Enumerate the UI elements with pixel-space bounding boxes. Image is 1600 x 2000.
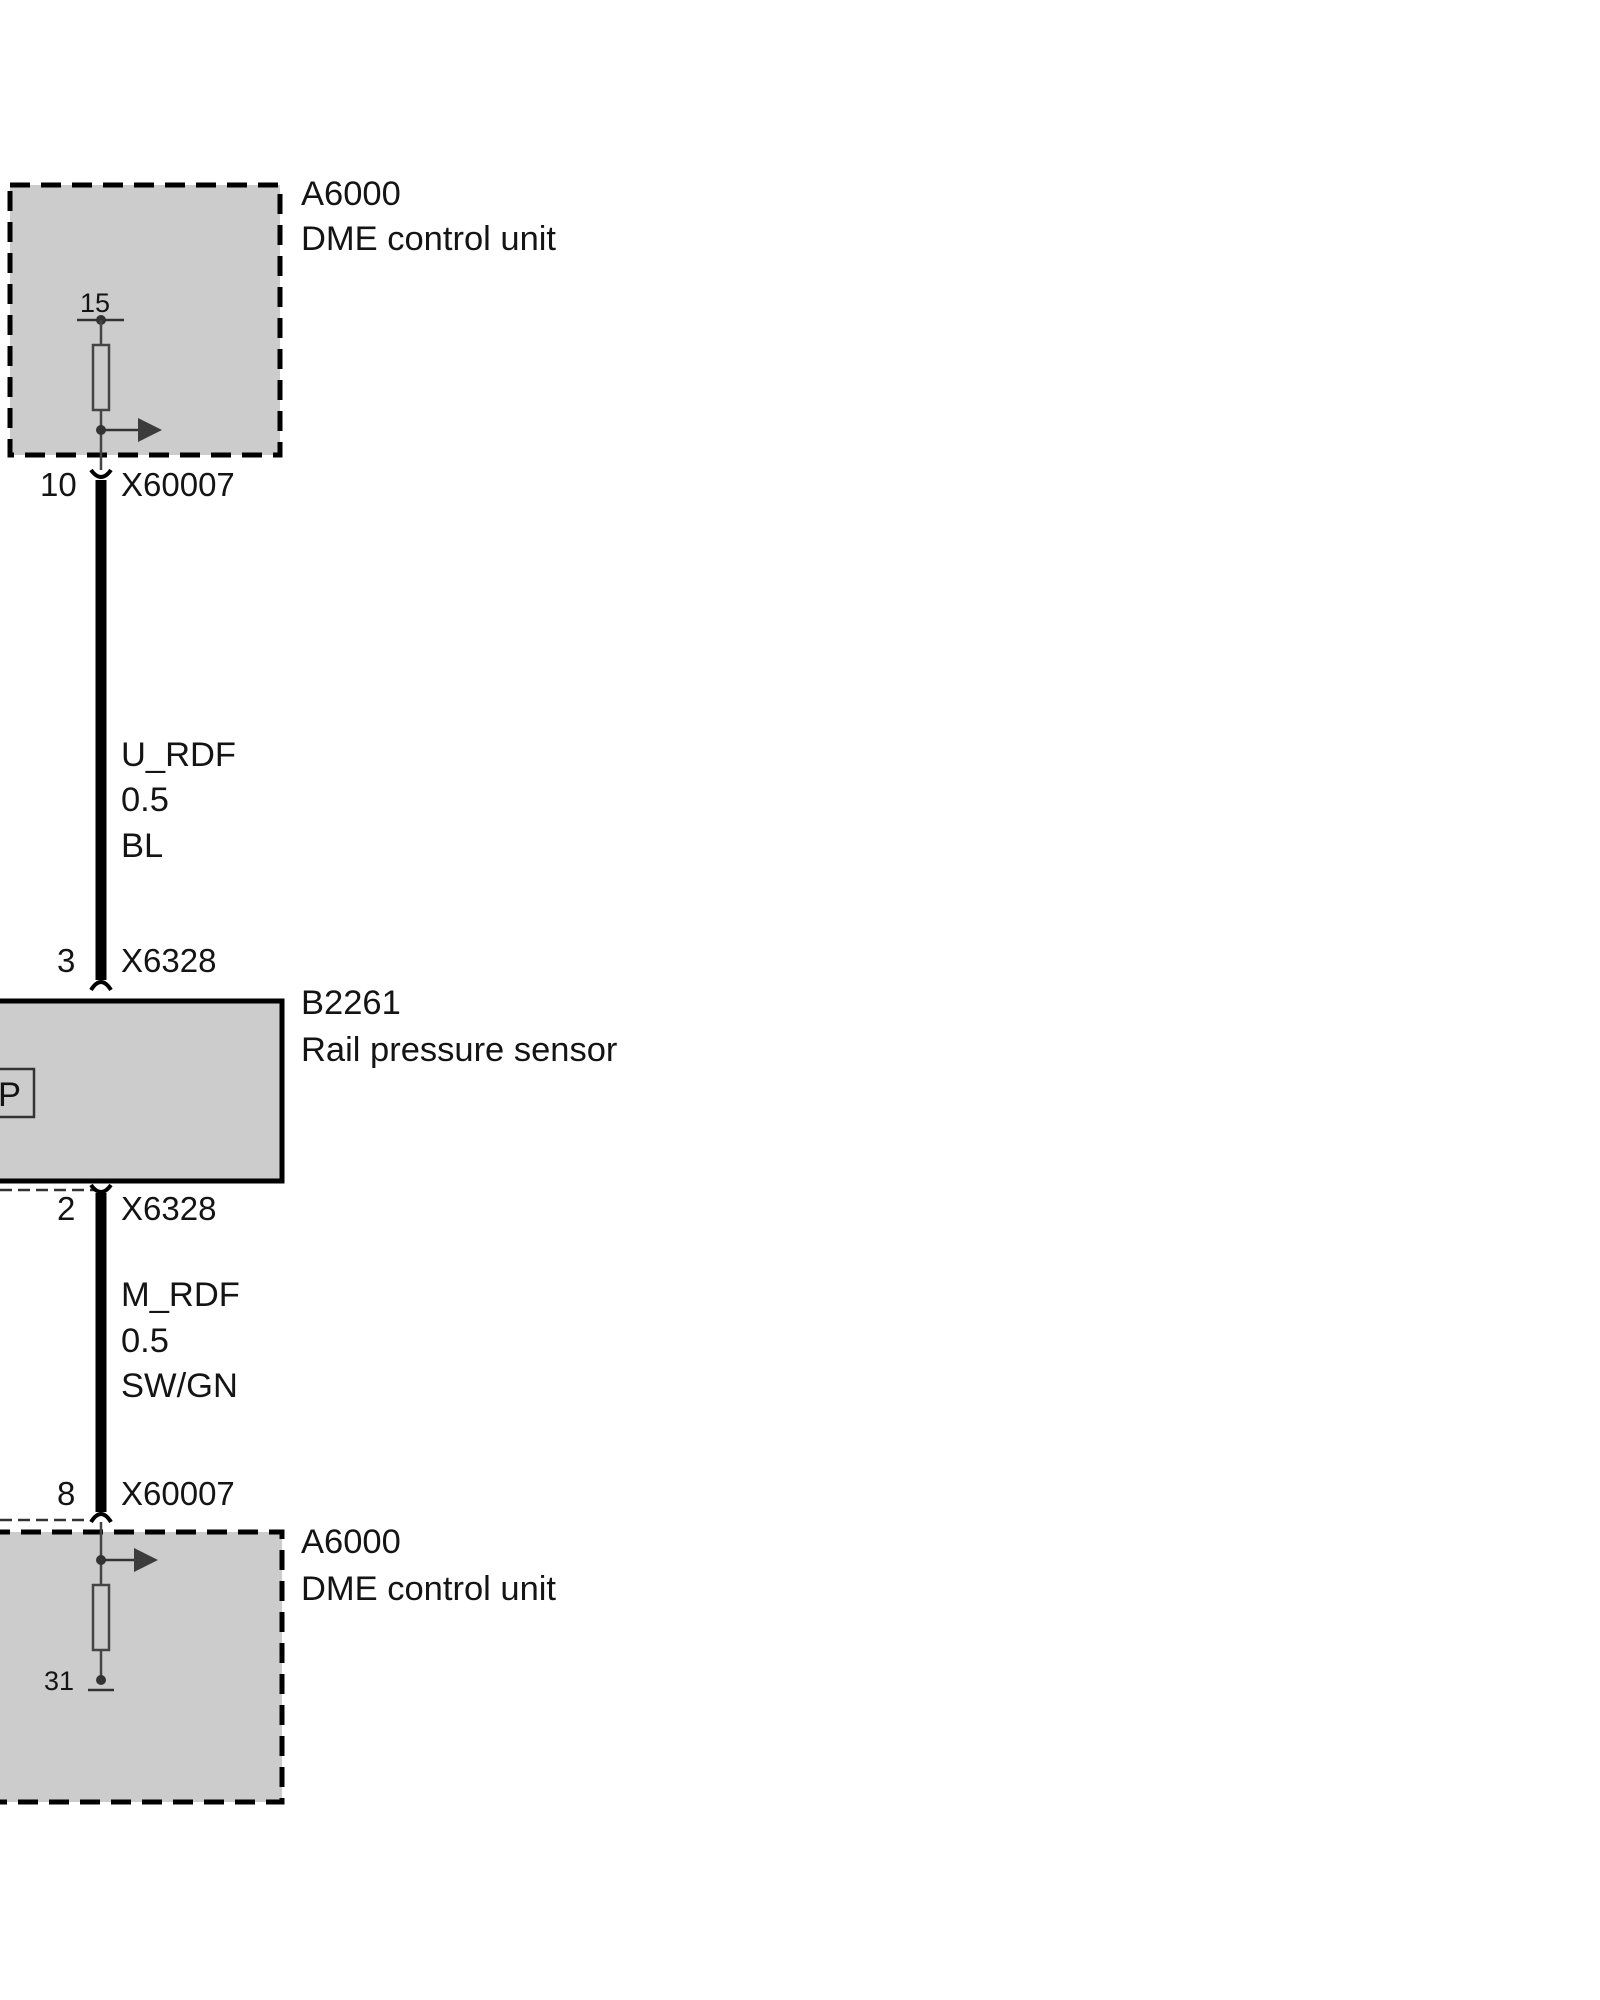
signal-output-arrow-icon xyxy=(138,418,162,442)
connector-top-pin: 10 xyxy=(40,466,77,503)
wire-u-rdf-color: BL xyxy=(121,827,163,865)
connector-bottom-pin: 8 xyxy=(57,1475,75,1512)
sensor-name: Rail pressure sensor xyxy=(301,1031,617,1069)
connector-sensor-in-name: X6328 xyxy=(121,942,216,979)
dme-bottom-box xyxy=(0,1529,285,1805)
connector-sensor-out-pin: 2 xyxy=(57,1190,75,1227)
pressure-symbol-box xyxy=(0,1067,36,1119)
dme-control-unit-top xyxy=(7,182,283,470)
dme-top-box xyxy=(7,182,283,458)
connector-x6328-in-symbol xyxy=(89,980,113,992)
dme-top-id: A6000 xyxy=(301,175,401,213)
wire-m-rdf-signal: M_RDF xyxy=(121,1276,240,1314)
rail-pressure-sensor xyxy=(0,998,285,1192)
wire-u-rdf-signal: U_RDF xyxy=(121,736,236,774)
terminal-31-dot xyxy=(96,1675,106,1685)
pullup-resistor-icon xyxy=(91,343,111,412)
terminal-15-label: 15 xyxy=(80,288,110,318)
pressure-symbol-icon: P xyxy=(0,1076,21,1114)
dme-top-name: DME control unit xyxy=(301,220,556,258)
dme-control-unit-bottom xyxy=(0,1522,285,1805)
wire-m-rdf-gauge: 0.5 xyxy=(121,1322,169,1360)
connector-bottom-name: X60007 xyxy=(121,1475,235,1512)
connector-top-name: X60007 xyxy=(121,466,235,503)
connector-sensor-in-pin: 3 xyxy=(57,942,75,979)
ground-output-arrow-icon xyxy=(134,1548,158,1572)
connector-sensor-out-name: X6328 xyxy=(121,1190,216,1227)
wire-u-rdf-gauge: 0.5 xyxy=(121,781,169,819)
connector-x60007-bottom-symbol xyxy=(89,1512,113,1524)
sensor-box xyxy=(0,998,285,1184)
connector-x60007-top-symbol xyxy=(89,468,113,479)
dme-bottom-id: A6000 xyxy=(301,1523,401,1561)
terminal-31-label: 31 xyxy=(44,1666,74,1696)
sensor-id: B2261 xyxy=(301,984,401,1022)
wire-m-rdf-color: SW/GN xyxy=(121,1367,238,1405)
dme-bottom-name: DME control unit xyxy=(301,1570,556,1608)
ground-resistor-icon xyxy=(91,1583,111,1652)
connector-x6328-out-symbol xyxy=(89,1183,113,1194)
